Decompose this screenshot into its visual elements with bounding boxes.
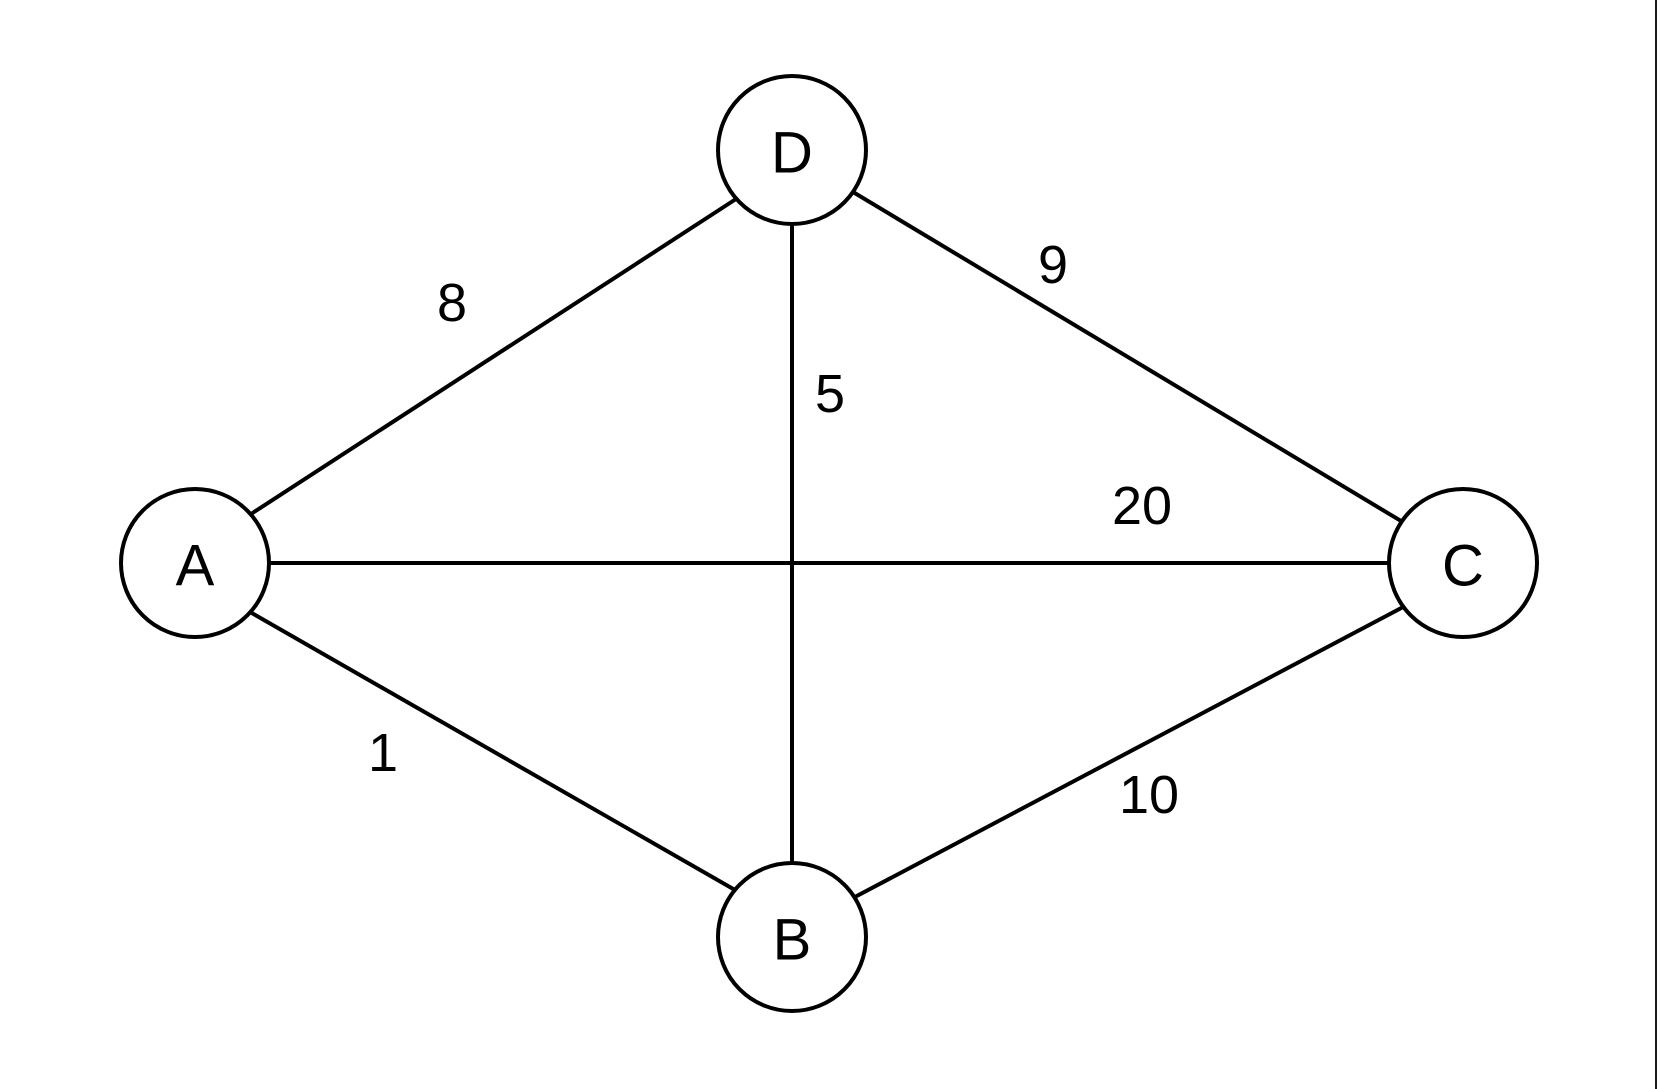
edge-weight-a-d: 8 (437, 273, 467, 333)
node-c[interactable]: C (1387, 487, 1539, 639)
edge-b-c[interactable] (852, 604, 1406, 900)
edge-weight-d-c: 9 (1038, 235, 1068, 295)
node-d[interactable]: D (716, 74, 868, 226)
edge-weights-group: 8 9 5 20 1 10 (368, 235, 1179, 825)
edge-weight-d-b: 5 (815, 364, 845, 424)
edge-d-c[interactable] (851, 190, 1408, 526)
node-a-circle[interactable] (119, 487, 271, 639)
nodes-group: A B C D (119, 74, 1539, 1013)
edge-a-b[interactable] (249, 610, 736, 892)
node-c-label: C (1442, 534, 1484, 599)
edge-weight-a-c: 20 (1112, 476, 1172, 536)
node-d-label: D (771, 121, 813, 186)
edge-weight-b-c: 10 (1119, 765, 1179, 825)
node-c-circle[interactable] (1387, 487, 1539, 639)
node-a-label: A (176, 534, 215, 599)
node-a[interactable]: A (119, 487, 271, 639)
edges-group (249, 190, 1408, 900)
node-b-circle[interactable] (716, 861, 868, 1013)
node-b-label: B (773, 908, 812, 973)
edge-a-d[interactable] (249, 197, 738, 516)
node-d-circle[interactable] (716, 74, 868, 226)
edge-weight-a-b: 1 (368, 723, 398, 783)
right-edge-divider (1655, 0, 1657, 1089)
node-b[interactable]: B (716, 861, 868, 1013)
